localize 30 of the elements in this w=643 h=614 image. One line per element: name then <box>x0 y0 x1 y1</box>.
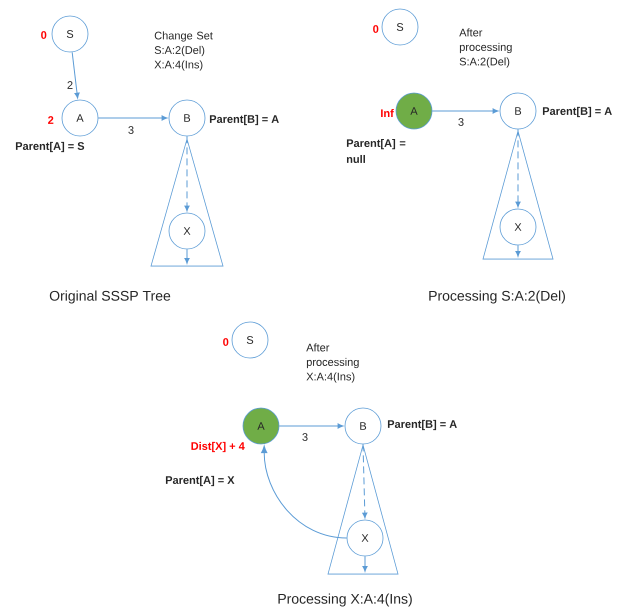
parent-label: Parent[B] = A <box>542 106 612 118</box>
edge-label: 3 <box>458 118 464 126</box>
panel-caption: Original SSSP Tree <box>50 290 170 304</box>
parent-label: Parent[A] = S <box>16 142 84 152</box>
parent-label: Parent[A] = X <box>166 476 234 486</box>
note-text: Change Set S:A:2(Del) X:A:4(Ins) <box>154 31 213 71</box>
note-text: After processing X:A:4(Ins) <box>306 343 359 383</box>
panel-caption: Processing S:A:2(Del) <box>429 290 565 304</box>
distance-value: 0 <box>41 31 46 39</box>
arrow <box>432 108 498 114</box>
distance-value: 0 <box>373 25 378 33</box>
distance-value: 0 <box>223 338 228 346</box>
panel-caption: Processing X:A:4(Ins) <box>278 593 412 607</box>
note-text: After processing S:A:2(Del) <box>459 28 512 68</box>
arrow <box>261 446 348 538</box>
arrow <box>515 244 521 257</box>
arrow <box>98 115 168 121</box>
edge-label: 3 <box>302 433 308 441</box>
distance-value: Inf <box>381 109 394 117</box>
parent-label: Parent[A] = null <box>346 138 406 164</box>
arrow <box>278 423 344 429</box>
edge-label: 3 <box>128 126 134 134</box>
arrow <box>184 248 190 264</box>
edge-label: 2 <box>68 81 72 89</box>
distance-value: 2 <box>48 116 54 124</box>
parent-label: Parent[B] = A <box>210 114 279 126</box>
parent-label: Parent[B] = A <box>388 420 457 430</box>
arrow <box>362 556 368 572</box>
arrow <box>72 52 80 98</box>
distance-value: Dist[X] + 4 <box>191 442 245 452</box>
